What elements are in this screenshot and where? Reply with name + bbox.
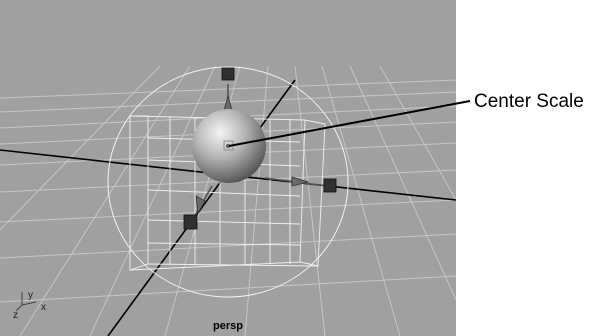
axis-label-y: y xyxy=(28,290,33,301)
x-axis-scale-handle[interactable] xyxy=(264,176,337,193)
axis-label-x: x xyxy=(41,302,46,313)
x-axis-scale-handle-icon[interactable] xyxy=(323,178,337,193)
axis-orientation-indicator: y x z xyxy=(13,290,46,321)
ground-grid xyxy=(0,65,456,336)
axis-label-z: z xyxy=(13,310,18,321)
bounding-box-wireframe xyxy=(129,115,326,271)
z-axis-scale-handle[interactable] xyxy=(183,185,213,230)
y-axis-scale-handle-icon[interactable] xyxy=(221,67,235,81)
view-name-label: persp xyxy=(213,320,243,332)
manipulator-outer-circle[interactable] xyxy=(107,66,349,298)
viewport-scene: y x z xyxy=(0,65,456,336)
perspective-viewport[interactable]: y x z persp xyxy=(0,0,456,336)
callout-label: Center Scale xyxy=(474,91,584,112)
z-axis-scale-handle-icon[interactable] xyxy=(183,214,198,230)
